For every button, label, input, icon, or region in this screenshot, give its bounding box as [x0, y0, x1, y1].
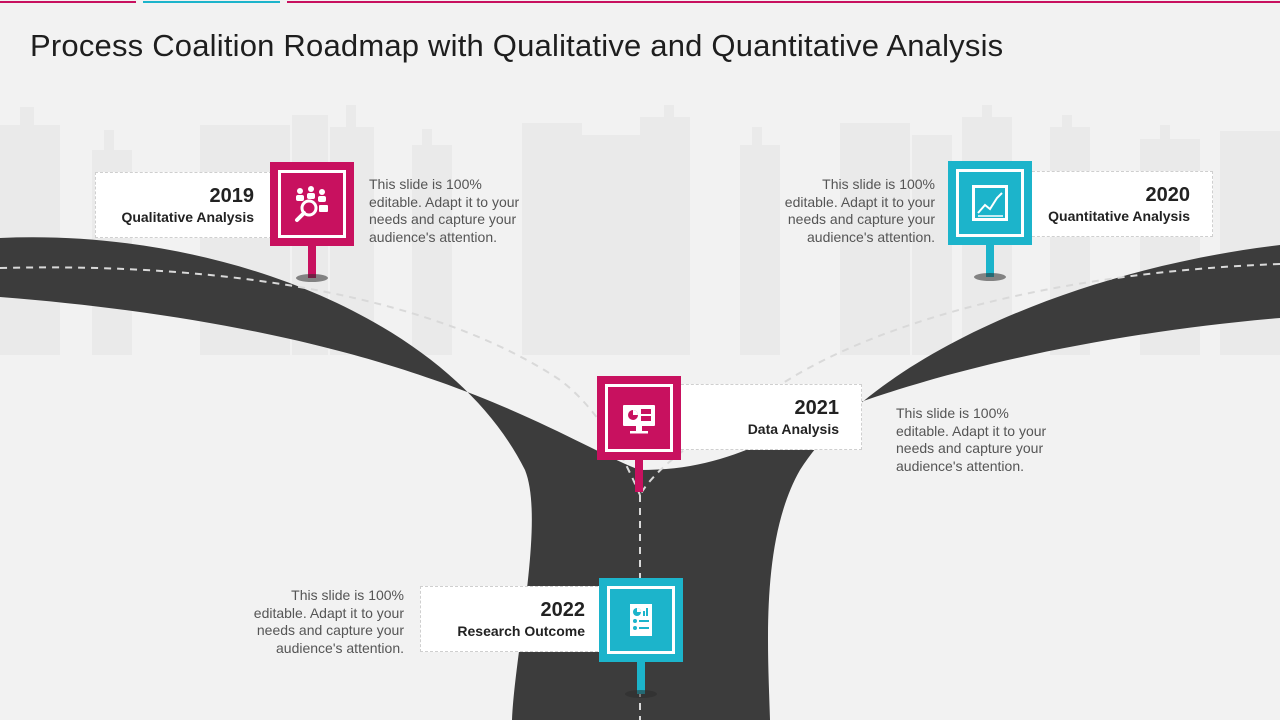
line-chart-icon — [972, 185, 1008, 221]
milestone-label-2022: 2022 Research Outcome — [420, 586, 608, 652]
top-accent-line-right — [287, 1, 1280, 3]
top-accent-line-left — [0, 1, 136, 3]
pin-post — [635, 460, 643, 492]
milestone-description-2021: This slide is 100% editable. Adapt it to… — [896, 405, 1047, 474]
pin-sign-frame — [956, 169, 1024, 237]
milestone-description-2020: This slide is 100% editable. Adapt it to… — [784, 176, 935, 245]
milestone-description-2019: This slide is 100% editable. Adapt it to… — [369, 176, 520, 245]
milestone-label-2019: 2019 Qualitative Analysis — [95, 172, 277, 238]
milestone-label-2020: 2020 Quantitative Analysis — [1027, 171, 1213, 237]
milestone-name: Quantitative Analysis — [1048, 208, 1190, 224]
pin-sign — [597, 376, 681, 460]
milestone-pin-2021 — [597, 376, 681, 498]
pin-sign-frame — [607, 586, 675, 654]
milestone-description-2022: This slide is 100% editable. Adapt it to… — [253, 587, 404, 656]
page-title: Process Coalition Roadmap with Qualitati… — [30, 28, 1004, 63]
monitor-dashboard-icon — [623, 405, 655, 434]
pin-sign — [270, 162, 354, 246]
pin-sign-frame — [278, 170, 346, 238]
magnifier-people-icon — [295, 186, 328, 222]
milestone-year: 2020 — [1145, 184, 1191, 206]
milestone-pin-2019 — [270, 162, 354, 284]
pin-base — [296, 274, 328, 282]
report-document-icon — [630, 604, 652, 636]
milestone-year: 2022 — [540, 599, 586, 621]
pin-post — [637, 662, 645, 694]
milestone-label-2021: 2021 Data Analysis — [676, 384, 862, 450]
pin-post — [986, 245, 994, 277]
milestone-year: 2021 — [794, 397, 840, 419]
pin-base — [974, 273, 1006, 281]
milestone-pin-2020 — [948, 161, 1032, 283]
milestone-name: Qualitative Analysis — [121, 209, 254, 225]
pin-base — [625, 690, 657, 698]
milestone-pin-2022 — [599, 578, 683, 700]
pin-sign-frame — [605, 384, 673, 452]
pin-post — [308, 246, 316, 278]
road-dash-right — [639, 263, 1280, 496]
milestone-year: 2019 — [209, 185, 255, 207]
pin-sign — [948, 161, 1032, 245]
pin-sign — [599, 578, 683, 662]
milestone-name: Research Outcome — [457, 623, 585, 639]
top-accent-line-center — [143, 1, 280, 3]
milestone-name: Data Analysis — [747, 421, 839, 437]
